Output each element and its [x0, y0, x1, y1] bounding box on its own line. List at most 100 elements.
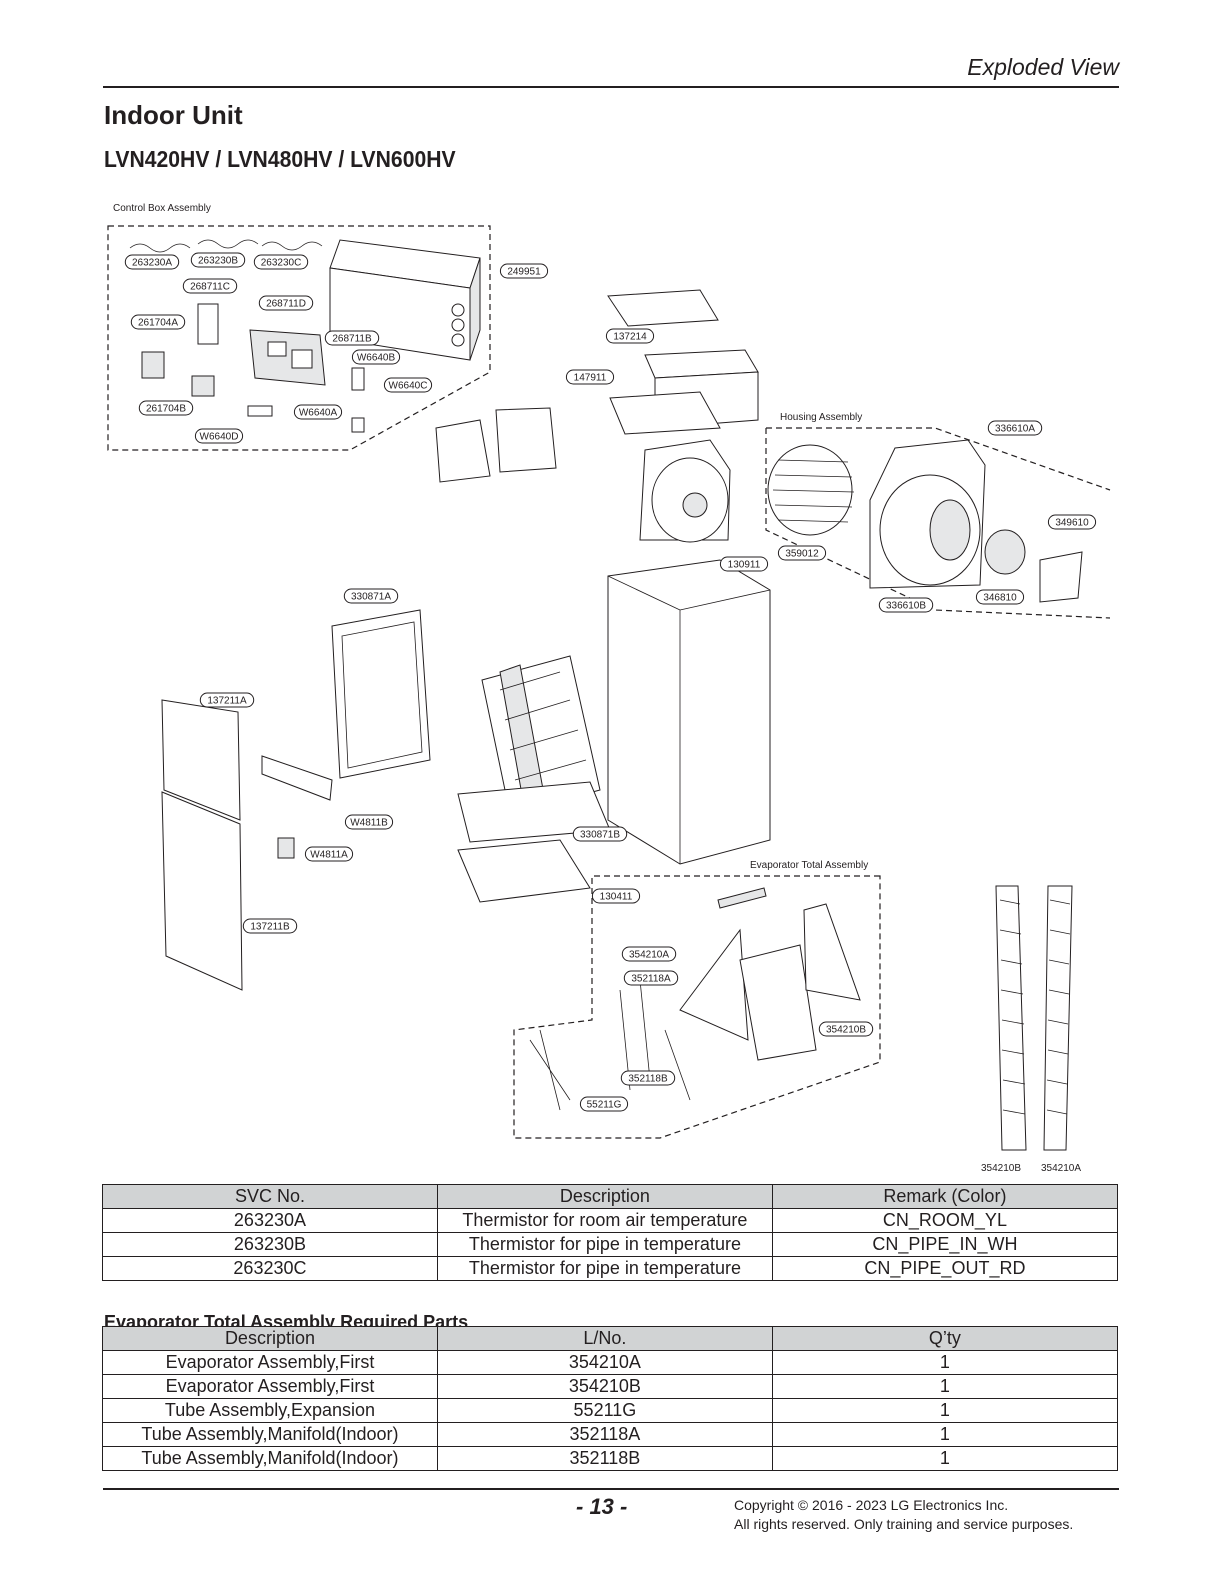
part-label-263230b: 263230B	[190, 252, 246, 268]
qty-cell: 1	[771, 1422, 1119, 1447]
part-label-336610b: 336610B	[878, 597, 934, 613]
blower-scroll	[869, 439, 986, 589]
part-label-w4811b: W4811B	[344, 814, 394, 830]
part-label-text: 330871A	[351, 592, 391, 603]
filter-bracket	[277, 837, 295, 859]
svc-header-svc-no: SVC No.	[102, 1184, 438, 1209]
part-label-text: W4811A	[310, 850, 348, 861]
description-cell: Thermistor for room air temperature	[436, 1208, 773, 1233]
part-label-text: 263230B	[198, 256, 238, 267]
evap-header-qty: Q’ty	[771, 1326, 1119, 1351]
part-label-text: 137211B	[250, 922, 290, 933]
part-label-137211a: 137211A	[199, 692, 255, 708]
svc-header-remark: Remark (Color)	[771, 1184, 1119, 1209]
evaporator-outline	[513, 875, 881, 1139]
part-label-263230c: 263230C	[253, 254, 309, 270]
part-label-268711c: 268711C	[182, 278, 238, 294]
evaporator-coil-installed	[481, 655, 601, 815]
footer-rule	[103, 1488, 1119, 1490]
lno-cell: 354210B	[436, 1374, 773, 1399]
pcb-board	[249, 329, 326, 386]
part-label-263230a: 263230A	[124, 254, 180, 270]
description-cell: Thermistor for pipe in temperature	[436, 1256, 773, 1281]
part-label-text: 354210B	[826, 1025, 866, 1036]
part-label-text: 261704B	[146, 404, 186, 415]
copyright-line: Copyright © 2016 - 2023 LG Electronics I…	[734, 1497, 1009, 1513]
qty-cell: 1	[771, 1350, 1119, 1375]
part-label-text: 137211A	[207, 696, 247, 707]
part-label-text: 359012	[785, 549, 819, 560]
svc-no-cell: 263230C	[102, 1256, 438, 1281]
part-label-130911: 130911	[719, 556, 769, 572]
part-label-w4811a: W4811A	[304, 846, 354, 862]
lno-cell: 352118A	[436, 1422, 773, 1447]
description-cell: Tube Assembly,Manifold(Indoor)	[102, 1422, 438, 1447]
motor-mount	[1039, 551, 1083, 603]
filter-rail	[261, 755, 333, 801]
qty-cell: 1	[771, 1446, 1119, 1471]
part-label-text: W6640C	[389, 381, 428, 392]
top-panel	[607, 289, 719, 327]
part-label-137211b: 137211B	[242, 918, 298, 934]
table-row: Evaporator Assembly,First 354210B 1	[102, 1374, 1119, 1399]
part-label-268711b: 268711B	[324, 330, 380, 346]
part-label-text: W4811B	[350, 818, 388, 829]
evaporator-slabs	[679, 887, 861, 1061]
rights-line: All rights reserved. Only training and s…	[734, 1516, 1074, 1532]
blower-wheel	[767, 444, 855, 536]
page-title: Indoor Unit	[104, 100, 243, 130]
terminal-blocks	[247, 367, 365, 433]
description-cell: Tube Assembly,Manifold(Indoor)	[102, 1446, 438, 1471]
part-label-text: 55211G	[587, 1100, 622, 1111]
table-row: Tube Assembly,Manifold(Indoor) 352118A 1	[102, 1422, 1119, 1447]
front-panel-upper	[161, 699, 241, 821]
part-label-w6640d: W6640D	[194, 428, 244, 444]
table-row: Tube Assembly,Expansion 55211G 1	[102, 1398, 1119, 1423]
part-label-text: 261704A	[138, 318, 178, 329]
part-label-352118a: 352118A	[623, 970, 679, 986]
part-label-137214: 137214	[605, 328, 655, 344]
table-row: 263230C Thermistor for pipe in temperatu…	[102, 1256, 1119, 1281]
part-label-text: 349610	[1055, 518, 1089, 529]
part-label-text: 352118A	[631, 974, 671, 985]
part-label-147911: 147911	[565, 369, 615, 385]
part-label-text: 263230C	[261, 258, 302, 269]
model-subtitle: LVN420HV / LVN480HV / LVN600HV	[104, 146, 456, 172]
part-label-text: W6640A	[299, 408, 338, 419]
part-label-330871a: 330871A	[343, 588, 399, 604]
evap-table-header: Description L/No. Q’ty	[102, 1326, 1119, 1351]
description-cell: Evaporator Assembly,First	[102, 1374, 438, 1399]
part-label-130411: 130411	[591, 888, 641, 904]
part-label-text: 336610A	[995, 424, 1035, 435]
lno-cell: 352118B	[436, 1446, 773, 1471]
table-row: 263230A Thermistor for room air temperat…	[102, 1208, 1119, 1233]
part-label-336610a: 336610A	[987, 420, 1043, 436]
part-label-text: 268711C	[190, 282, 230, 293]
part-label-text: 268711D	[266, 299, 306, 310]
remark-cell: CN_PIPE_IN_WH	[771, 1232, 1119, 1257]
part-label-w6640b: W6640B	[351, 349, 401, 365]
remark-cell: CN_PIPE_OUT_RD	[771, 1256, 1119, 1281]
housing-outline	[765, 427, 1111, 619]
part-label-268711d: 268711D	[258, 295, 314, 311]
caption-evaporator: Evaporator Total Assembly	[750, 860, 868, 871]
part-label-text: 130411	[600, 892, 633, 903]
part-label-354210b: 354210B	[818, 1021, 874, 1037]
filter-frame	[331, 609, 431, 779]
manifold-tubes	[529, 979, 691, 1111]
part-label-w6640c: W6640C	[383, 377, 433, 393]
part-label-346810: 346810	[975, 589, 1025, 605]
coil-slab-354210A	[1043, 885, 1073, 1151]
electrical-cover	[435, 407, 557, 483]
evap-header-lno: L/No.	[436, 1326, 773, 1351]
part-label-261704b: 261704B	[138, 400, 194, 416]
part-label-text: 263230A	[132, 258, 172, 269]
description-cell: Evaporator Assembly,First	[102, 1350, 438, 1375]
coil-slab-354210B	[995, 885, 1027, 1151]
part-label-354210a: 354210A	[621, 946, 677, 962]
part-label-text: 354210A	[629, 950, 669, 961]
control-box-enclosure	[329, 239, 481, 361]
qty-cell: 1	[771, 1398, 1119, 1423]
caption-control-box: Control Box Assembly	[113, 203, 211, 214]
part-label-text: W6640B	[357, 353, 396, 364]
